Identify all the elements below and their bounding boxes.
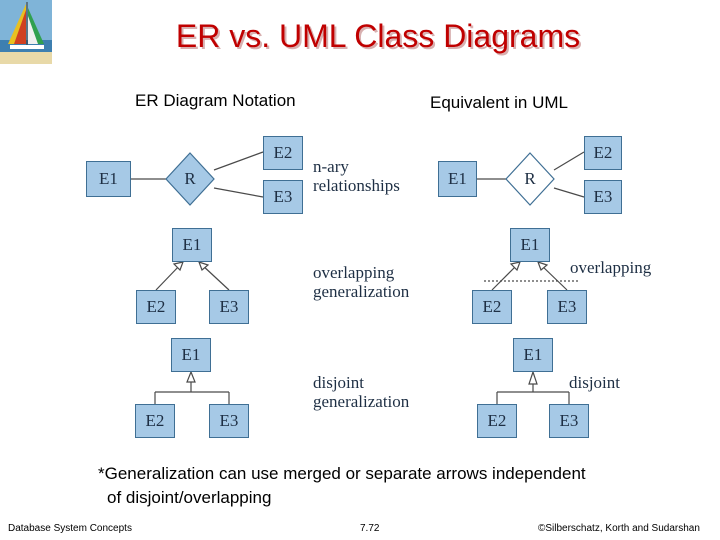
label-overlap-line2: generalization [313, 282, 410, 301]
footer-copyright: ©Silberschatz, Korth and Sudarshan [538, 523, 700, 534]
uml-label-overlapping: overlapping [570, 258, 652, 277]
page-title: ER vs. UML Class Diagrams [175, 18, 581, 54]
label-disjoint-line2: generalization [313, 392, 410, 411]
er-disjoint-e1: E1 [171, 338, 211, 372]
uml-relationship-diamond [505, 152, 555, 206]
er-disjoint-e2: E2 [135, 404, 175, 438]
note-line2: of disjoint/overlapping [107, 488, 272, 507]
uml-label-disjoint: disjoint [569, 373, 621, 392]
heading-uml-equivalent: Equivalent in UML [430, 93, 568, 112]
er-nary-e2: E2 [263, 136, 303, 170]
er-nary-e3: E3 [263, 180, 303, 214]
uml-nary-e2: E2 [584, 136, 622, 170]
uml-relationship-label: R [524, 169, 536, 188]
uml-nary-e1: E1 [438, 161, 477, 197]
er-overlap-e3: E3 [209, 290, 249, 324]
er-overlap-e1: E1 [172, 228, 212, 262]
uml-disjoint-arrow [496, 370, 570, 404]
er-overlapping-arrows [155, 261, 230, 291]
generalization-note: *Generalization can use merged or separa… [98, 462, 586, 510]
label-disjoint-generalization: disjoint generalization [313, 373, 409, 411]
uml-overlap-e3: E3 [547, 290, 587, 324]
heading-er-notation: ER Diagram Notation [135, 91, 296, 110]
footer-page-number: 7.72 [360, 523, 380, 534]
label-nary-line1: n-ary [313, 157, 349, 176]
er-disjoint-e3: E3 [209, 404, 249, 438]
uml-nary-e3: E3 [584, 180, 622, 214]
label-overlap-line1: overlapping [313, 263, 395, 282]
title-shadow: ER vs. UML Class Diagrams [177, 20, 583, 56]
sailboat-logo [0, 0, 52, 64]
uml-disjoint-e3: E3 [549, 404, 589, 438]
label-overlapping-generalization: overlapping generalization [313, 263, 409, 301]
uml-nary-lines [477, 151, 585, 198]
er-nary-lines [131, 151, 264, 198]
uml-overlap-e2: E2 [472, 290, 512, 324]
er-relationship-diamond [165, 152, 215, 206]
footer-left: Database System Concepts [8, 523, 132, 534]
label-nary-line2: relationships [313, 176, 400, 195]
er-nary-e1: E1 [86, 161, 131, 197]
label-nary: n-ary relationships [313, 157, 400, 195]
uml-overlap-e1: E1 [510, 228, 550, 262]
er-overlap-e2: E2 [136, 290, 176, 324]
uml-overlapping-arrows [484, 261, 578, 291]
er-disjoint-arrow [154, 370, 230, 404]
note-line1: *Generalization can use merged or separa… [98, 464, 586, 483]
uml-disjoint-e1: E1 [513, 338, 553, 372]
er-relationship-label: R [184, 169, 196, 188]
uml-disjoint-e2: E2 [477, 404, 517, 438]
label-disjoint-line1: disjoint [313, 373, 365, 392]
